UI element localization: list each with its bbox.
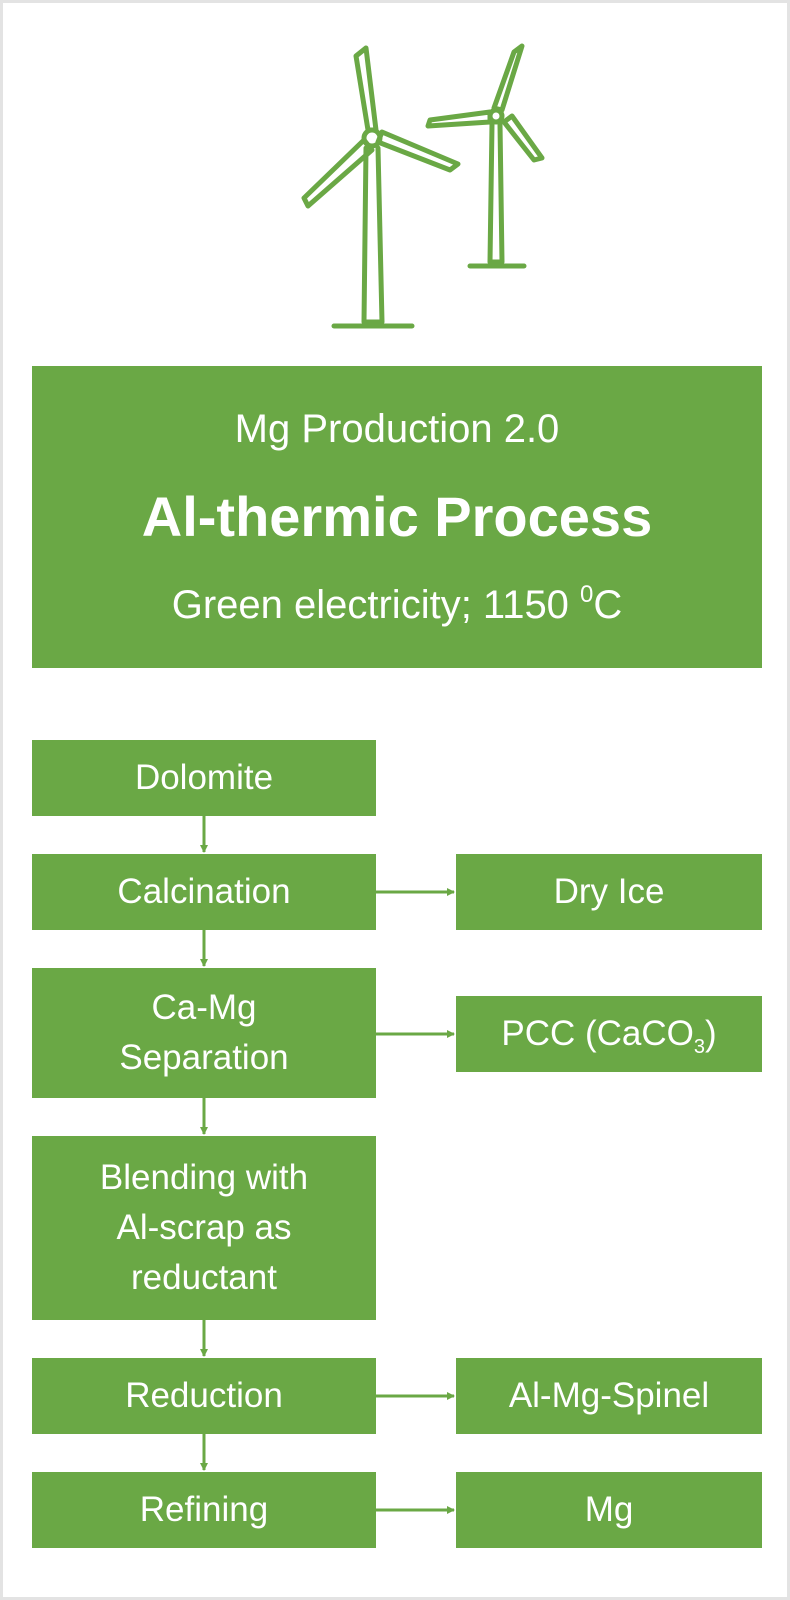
step-label-line: reductant bbox=[131, 1258, 277, 1297]
process-header: Mg Production 2.0 Al-thermic Process Gre… bbox=[32, 366, 762, 668]
output-label-end: ) bbox=[705, 1014, 717, 1053]
note-unit: C bbox=[593, 583, 623, 627]
header-note: Green electricity; 1150 0C bbox=[32, 580, 762, 630]
step-label: Reduction bbox=[125, 1376, 283, 1415]
step-label: Dolomite bbox=[134, 758, 274, 797]
output-label: PCC (CaCO3) bbox=[501, 1009, 716, 1059]
step-blending: Blending with Al-scrap as reductant bbox=[32, 1136, 376, 1320]
step-label: Refining bbox=[139, 1490, 269, 1529]
output-label-main: PCC (CaCO bbox=[501, 1014, 694, 1053]
output-label: Dry Ice bbox=[553, 872, 665, 911]
step-reduction: Reduction bbox=[32, 1358, 376, 1434]
output-dry-ice: Dry Ice bbox=[456, 854, 762, 930]
note-text: Green electricity; 1150 bbox=[171, 583, 581, 627]
header-subtitle: Mg Production 2.0 bbox=[234, 407, 560, 451]
step-ca-mg-separation: Ca-Mg Separation bbox=[32, 968, 376, 1098]
step-label-line: Al-scrap as bbox=[116, 1208, 292, 1247]
subscript-3: 3 bbox=[693, 1036, 705, 1058]
output-al-mg-spinel: Al-Mg-Spinel bbox=[456, 1358, 762, 1434]
output-pcc: PCC (CaCO3) bbox=[456, 996, 762, 1072]
step-dolomite: Dolomite bbox=[32, 740, 376, 816]
step-label-line: Separation bbox=[119, 1038, 289, 1077]
small-turbine bbox=[425, 43, 545, 269]
header-title: Al-thermic Process bbox=[141, 485, 653, 548]
degree-superscript: 0 bbox=[580, 581, 594, 608]
step-refining: Refining bbox=[32, 1472, 376, 1548]
step-calcination: Calcination bbox=[32, 854, 376, 930]
output-label: Al-Mg-Spinel bbox=[508, 1376, 710, 1415]
output-label: Mg bbox=[584, 1490, 634, 1529]
output-mg: Mg bbox=[456, 1472, 762, 1548]
step-label: Calcination bbox=[117, 872, 291, 911]
large-turbine bbox=[301, 45, 461, 329]
step-label-line: Blending with bbox=[99, 1158, 309, 1197]
wind-turbines-icon bbox=[301, 43, 545, 329]
step-label-line: Ca-Mg bbox=[151, 988, 257, 1027]
